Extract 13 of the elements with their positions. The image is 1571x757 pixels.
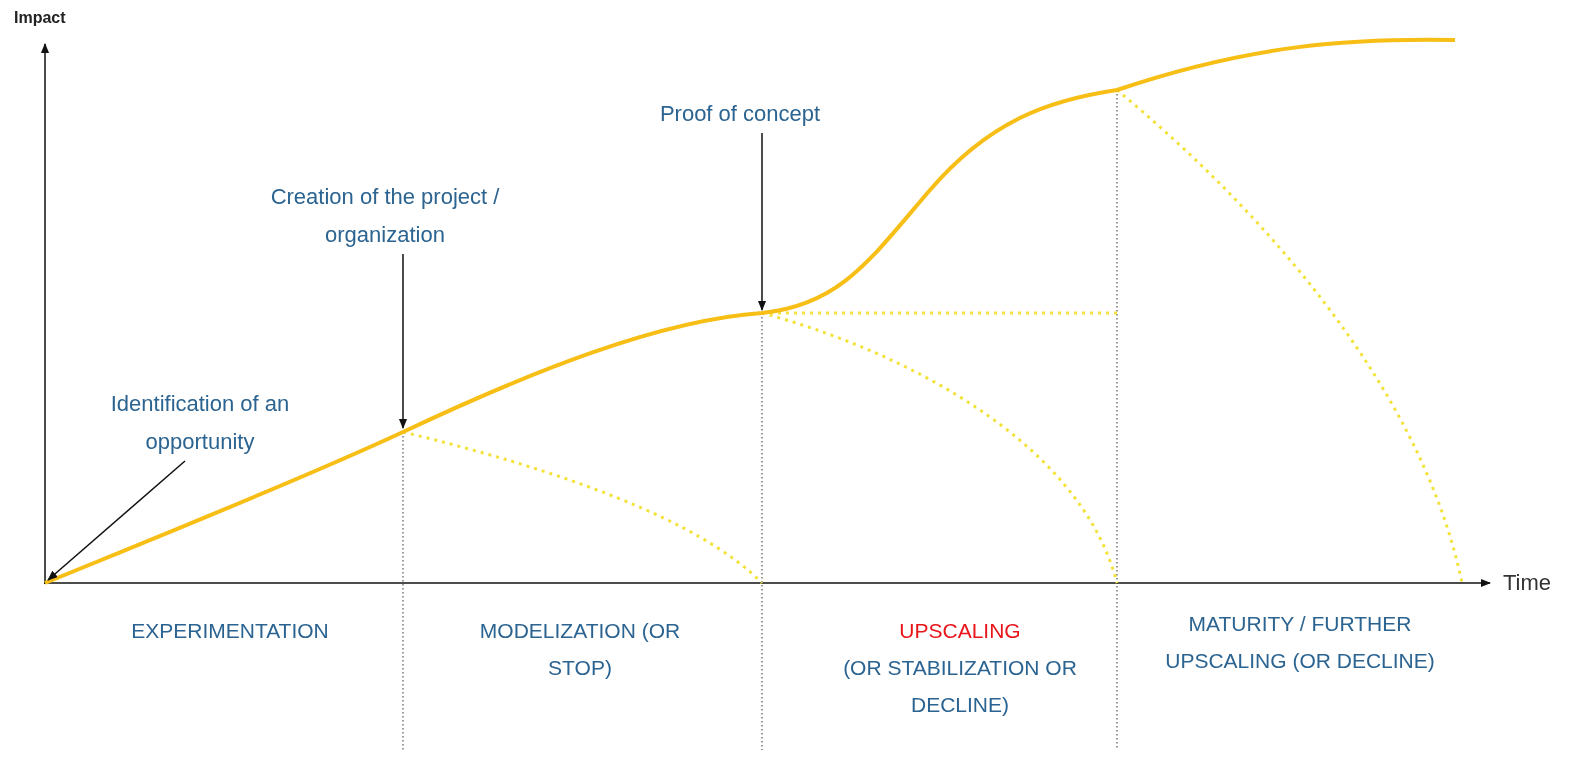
- axis-title: Time: [1503, 570, 1553, 597]
- milestone-label: Creation of the project / organization: [240, 178, 530, 254]
- leader-arrow: [398, 253, 408, 430]
- phase-label: UPSCALING: [898, 618, 1022, 644]
- phase-label: EXPERIMENTATION: [130, 618, 330, 644]
- phase-label: MODELIZATION (OR STOP): [478, 618, 682, 681]
- phase-label: (OR STABILIZATION OR DECLINE): [842, 655, 1078, 718]
- leader-arrow: [47, 460, 186, 581]
- phase-label: MATURITY / FURTHER UPSCALING (OR DECLINE): [1164, 611, 1436, 674]
- leader-arrow: [757, 132, 767, 312]
- axis-title: Impact: [14, 8, 67, 28]
- milestone-label: Proof of concept: [630, 95, 850, 133]
- milestone-label: Identification of an opportunity: [80, 385, 320, 461]
